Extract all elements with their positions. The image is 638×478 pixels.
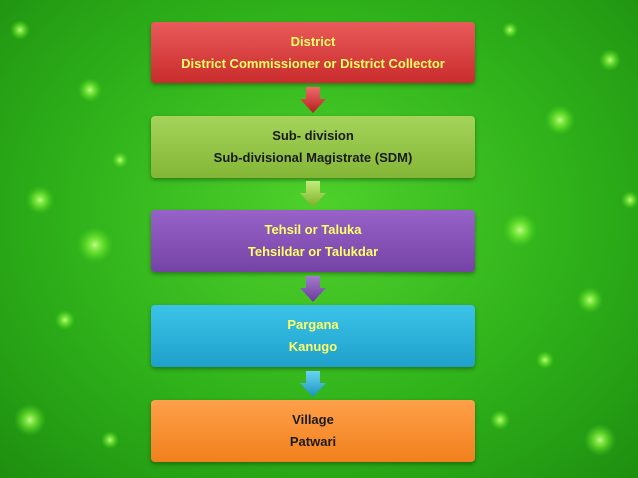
down-arrow-icon (300, 276, 326, 302)
down-arrow-icon (300, 371, 326, 397)
level-subdivision-box: Sub- division Sub-divisional Magistrate … (151, 116, 475, 178)
level-pargana-box: Pargana Kanugo (151, 305, 475, 367)
level-unit-label: Sub- division (272, 128, 354, 143)
down-arrow-icon (300, 87, 326, 113)
level-district-box: District District Commissioner or Distri… (151, 22, 475, 83)
level-officer-label: Patwari (289, 434, 337, 449)
down-arrow-icon (300, 181, 326, 207)
level-officer-label: Tehsildar or Talukdar (247, 244, 379, 259)
level-unit-label: Village (292, 412, 334, 427)
level-unit-label: Tehsil or Taluka (264, 222, 362, 237)
level-officer-label: District Commissioner or District Collec… (181, 55, 445, 71)
level-unit-label: Pargana (287, 317, 339, 332)
level-tehsil-box: Tehsil or Taluka Tehsildar or Talukdar (151, 210, 475, 272)
level-unit-label: District (290, 33, 336, 49)
level-village-box: Village Patwari (151, 400, 475, 462)
level-officer-label: Kanugo (288, 339, 338, 354)
level-officer-label: Sub-divisional Magistrate (SDM) (213, 150, 413, 165)
